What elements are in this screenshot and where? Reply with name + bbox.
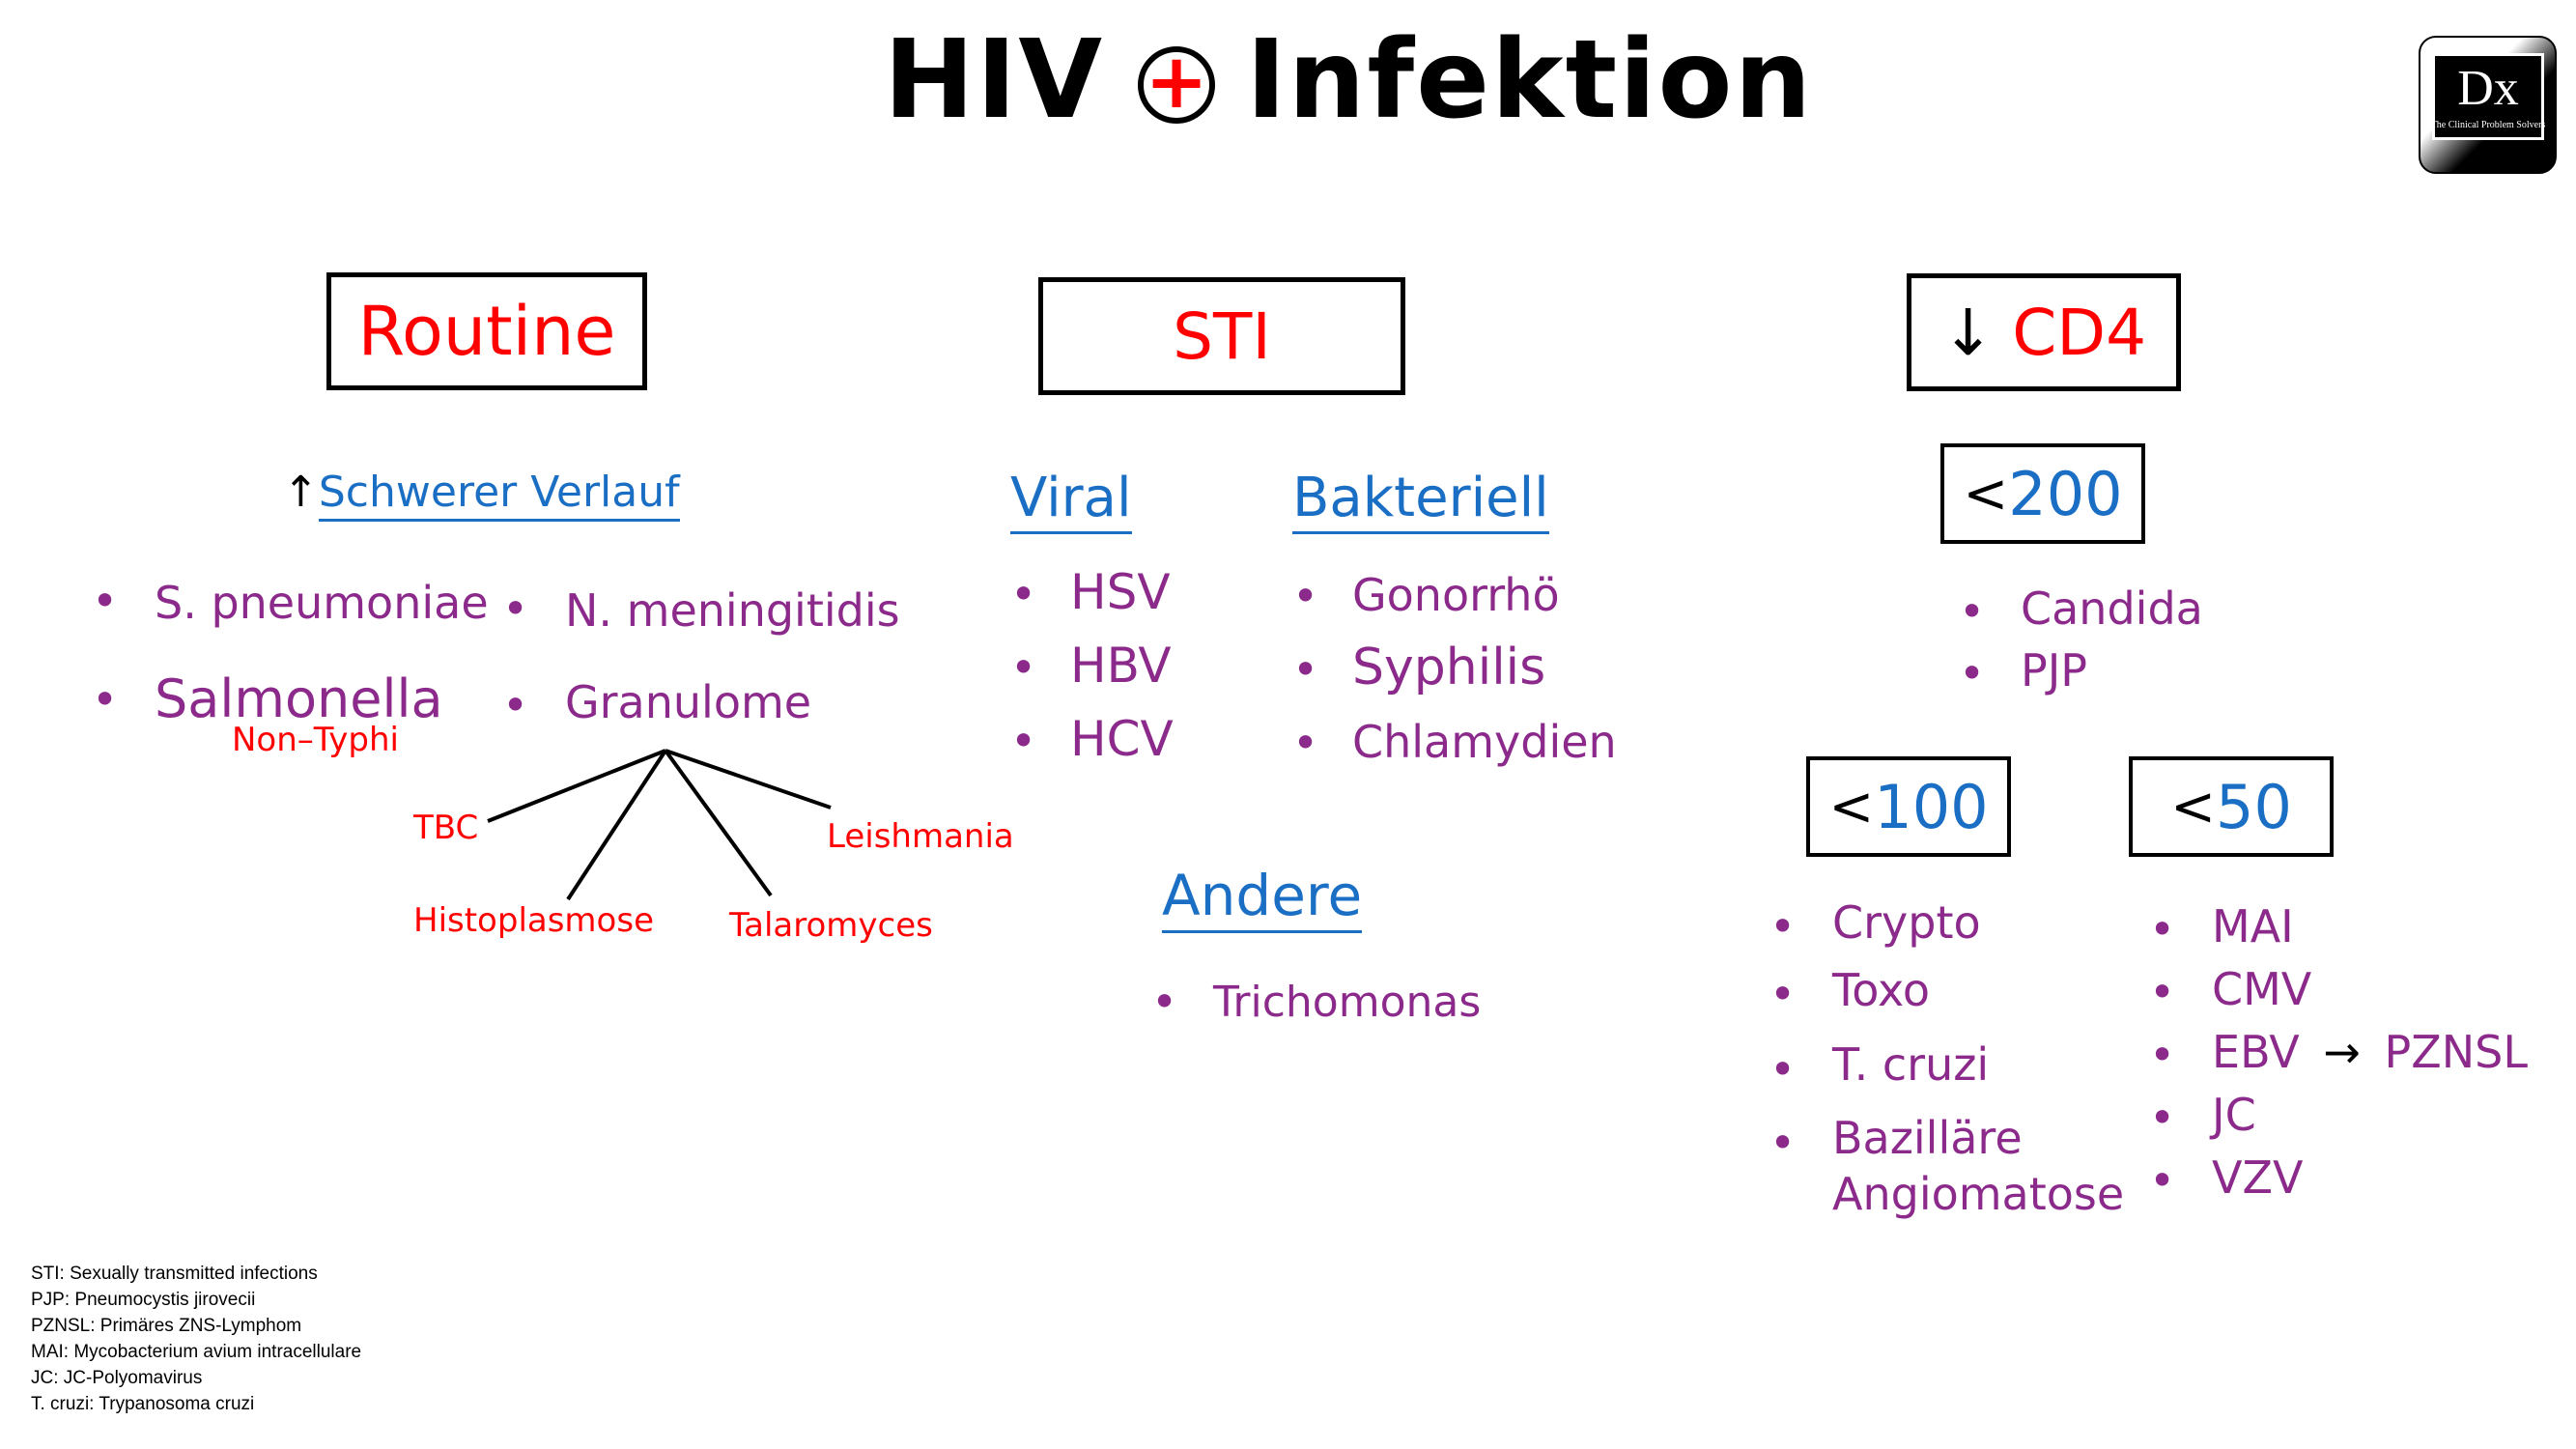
list-item: Chlamydien [1352,716,1617,768]
list-item-continuation: Angiomatose [1832,1168,2125,1220]
threshold-200: 200 [2008,458,2123,529]
list-item: HBV [1070,638,1172,694]
threshold-50-box: <50 [2129,756,2334,857]
bullet-icon: • [1959,585,1986,638]
branch-line-histoplasmose [566,749,667,901]
bullet-icon: • [1010,715,1037,767]
branch-line-tbc [487,749,666,823]
bullet-icon: • [1151,976,1178,1028]
up-arrow-icon: ↑ [283,468,319,517]
list-item: Gonorrhö [1352,569,1560,621]
bullet-icon: • [1959,647,1986,699]
list-item: Syphilis [1352,639,1546,696]
list-item: HSV [1070,564,1171,620]
bullet-icon: • [1010,641,1037,694]
less-than-symbol: < [1963,462,2009,526]
branch-label-talaromyces: Talaromyces [729,906,933,945]
legend-line: MAI: Mycobacterium avium intracellulare [31,1342,362,1362]
threshold-100-box: <100 [1806,756,2011,857]
dx-logo-badge: Dx The Clinical Problem Solvers [2430,53,2546,140]
branch-label-tbc: TBC [413,809,479,847]
dx-logo-subtext: The Clinical Problem Solvers [2430,119,2546,130]
legend-line: T. cruzi: Trypanosoma cruzi [31,1394,255,1414]
branch-label-histoplasmose: Histoplasmose [413,901,654,940]
list-item: Crypto [1832,896,1981,949]
list-item: CMV [2212,963,2312,1015]
list-item: Trichomonas [1213,978,1482,1027]
list-item: PZNSL [2384,1026,2528,1078]
list-item: HCV [1070,711,1174,767]
sti-header: STI [1173,298,1271,374]
bullet-icon: • [2149,903,2176,955]
bullet-icon: • [1769,1043,1797,1095]
bullet-icon: • [1769,1117,1797,1169]
legend-line: STI: Sexually transmitted infections [31,1264,318,1284]
routine-header-box: Routine [326,272,647,390]
list-item: Bazilläre [1832,1112,2023,1164]
andere-heading: Andere [1162,863,1363,933]
bullet-icon: • [1292,643,1319,696]
dx-logo: Dx The Clinical Problem Solvers [2419,36,2557,174]
branch-label-leishmania: Leishmania [827,817,1014,856]
plus-symbol: + [1145,39,1208,126]
list-item: VZV [2212,1151,2304,1204]
list-item: EBV [2212,1026,2300,1078]
bakteriell-heading: Bakteriell [1292,467,1549,534]
list-item: PJP [2021,644,2088,696]
bullet-icon: • [1292,570,1319,622]
down-arrow-icon: ↓ [1940,295,1996,370]
list-item: Candida [2021,582,2203,635]
bullet-icon: • [2149,1029,2176,1081]
bullet-icon: • [1010,568,1037,620]
bullet-icon: • [92,575,119,627]
list-item: N. meningitidis [565,584,900,637]
schwerer-verlauf-label: Schwerer Verlauf [318,468,680,522]
bullet-icon: • [2149,966,2176,1018]
list-item: Granulome [565,676,812,728]
branch-line-leishmania [665,749,832,810]
bullet-icon: • [1769,900,1797,952]
bullet-icon: • [1769,968,1797,1020]
bullet-icon: • [2149,1154,2176,1207]
title-hiv: HIV [884,17,1105,143]
dx-logo-text: Dx [2457,60,2519,116]
branch-line-talaromyces [664,749,773,897]
bullet-icon: • [502,679,529,731]
list-item: Toxo [1832,964,1930,1016]
sti-header-box: STI [1038,277,1405,395]
bullet-icon: • [2149,1092,2176,1144]
schwerer-verlauf-heading: ↑Schwerer Verlauf [283,468,680,522]
less-than-symbol: < [1828,775,1875,838]
list-item: JC [2212,1089,2256,1141]
viral-heading: Viral [1010,467,1132,534]
ebv-pznsl-row: EBV → PZNSL [2212,1026,2528,1078]
list-item: T. cruzi [1832,1038,1990,1091]
list-item: MAI [2212,900,2294,952]
bullet-icon: • [92,673,119,725]
legend-line: JC: JC-Polyomavirus [31,1368,203,1388]
abbreviation-legend: STI: Sexually transmitted infections PJP… [31,1264,361,1420]
threshold-50: 50 [2216,771,2292,842]
right-arrow-icon: → [2323,1026,2361,1078]
bullet-icon: • [502,582,529,635]
plus-circle-icon: + [1138,39,1215,126]
cd4-header: CD4 [2012,295,2147,370]
threshold-200-box: <200 [1940,443,2145,544]
legend-line: PJP: Pneumocystis jirovecii [31,1290,256,1310]
legend-line: PZNSL: Primäres ZNS-Lymphom [31,1316,302,1336]
list-item: Salmonella [155,668,443,729]
salmonella-note: Non–Typhi [232,721,399,759]
threshold-100: 100 [1874,771,1989,842]
routine-header: Routine [357,292,616,371]
bullet-icon: • [1292,717,1319,769]
less-than-symbol: < [2170,775,2216,838]
list-item: S. pneumoniae [155,577,489,629]
cd4-header-box: ↓ CD4 [1907,273,2181,391]
title-infektion: Infektion [1246,17,1814,143]
